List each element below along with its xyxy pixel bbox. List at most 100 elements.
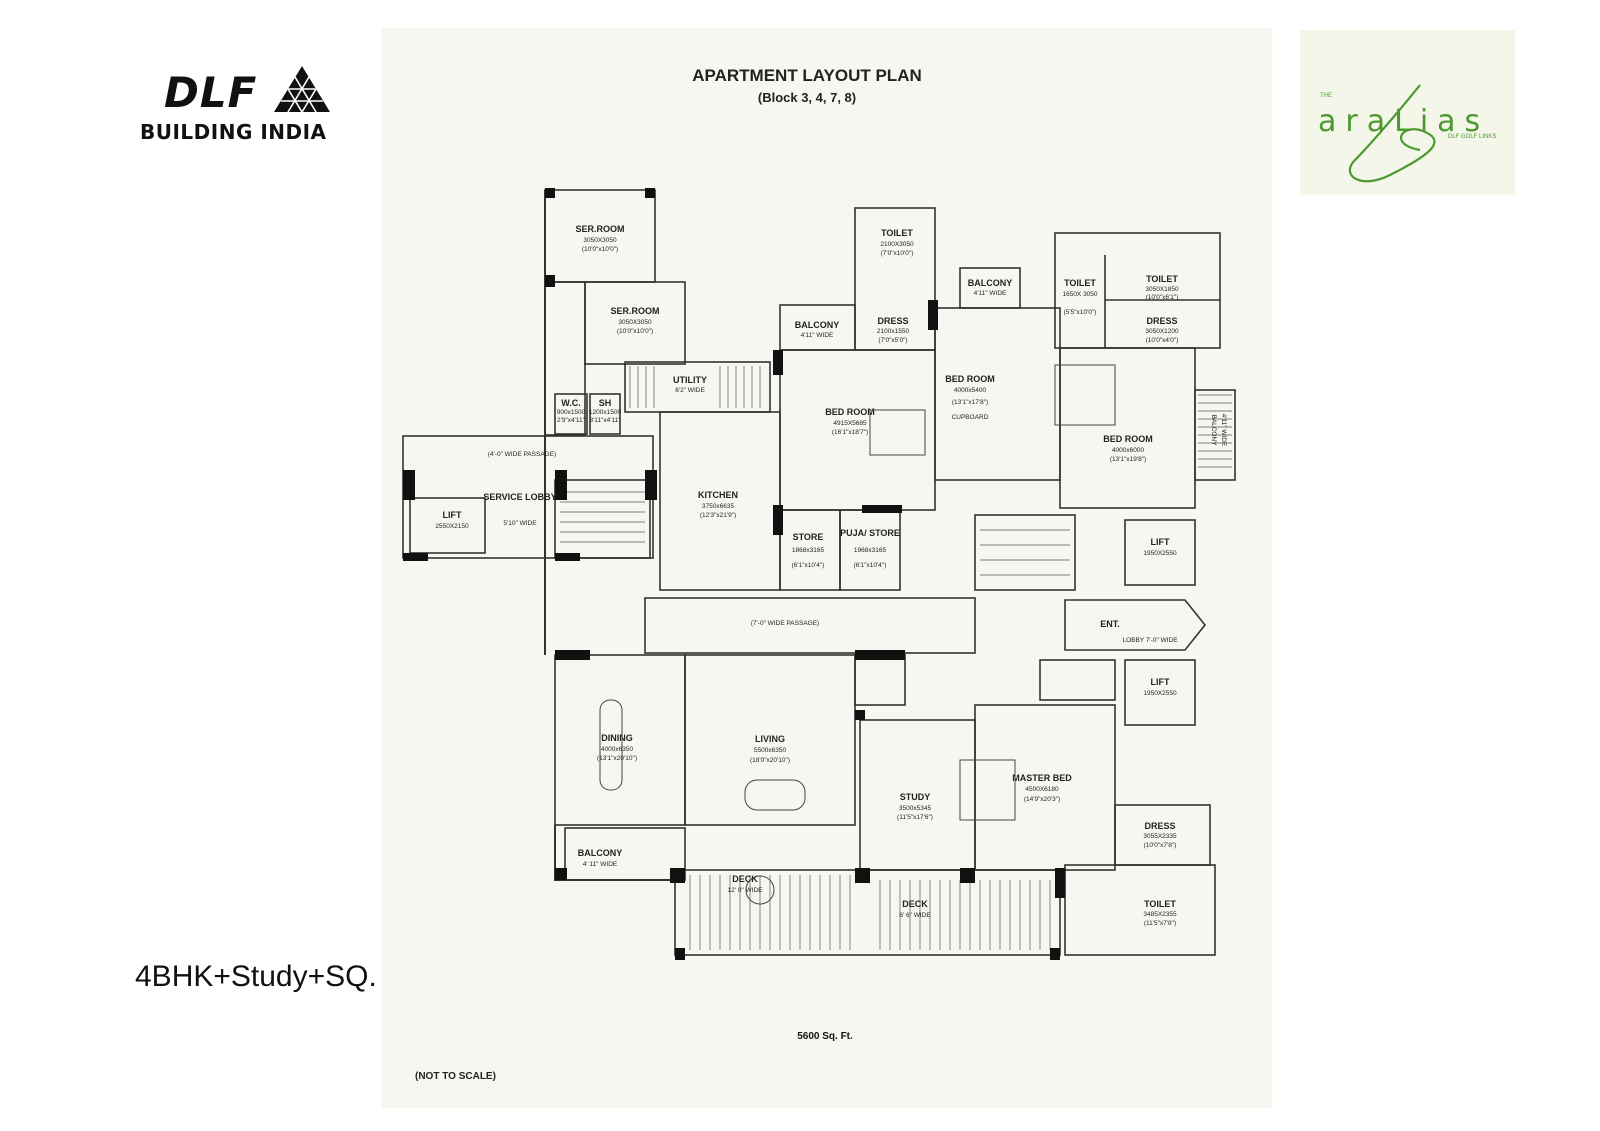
room-name-bed-room-1: BED ROOM xyxy=(825,407,875,417)
room-dims-toilet-1: 2100X3050 xyxy=(880,241,914,248)
wall-balcony-2 xyxy=(959,267,1021,309)
room-imperial-bed-room-1: (16'1"x18'7") xyxy=(832,429,868,436)
wall-sh xyxy=(589,393,621,435)
room-imperial-utility: 6'2" WIDE xyxy=(675,387,705,394)
room-name-study: STUDY xyxy=(900,792,931,802)
room-name-living: LIVING xyxy=(755,734,785,744)
room-imperial-dress-3: (10'0"x7'8") xyxy=(1144,842,1177,849)
room-imperial-balcony-4: 4' 11" WIDE xyxy=(583,861,618,868)
room-name-toilet-1: TOILET xyxy=(881,228,913,238)
room-dims-dress-3: 3055X2335 xyxy=(1143,833,1177,840)
room-imperial-dining: (13'1"x20'10") xyxy=(597,755,637,762)
living-table xyxy=(744,779,806,811)
room-name-dress-2: DRESS xyxy=(1146,316,1177,326)
room-dims-bed-room-2: 4000x5400 xyxy=(954,387,987,394)
dlf-tagline: BUILDING INDIA xyxy=(140,120,327,144)
aralias-name: araLias xyxy=(1318,104,1490,139)
room-name-lift-service: LIFT xyxy=(443,510,462,520)
room-imperial-living: (18'0"x20'10") xyxy=(750,757,790,764)
room-name-dining: DINING xyxy=(601,733,633,743)
room-name-balcony-4: BALCONY xyxy=(578,848,623,858)
aralias-logo: THE araLias DLF GOLF LINKS xyxy=(1300,30,1515,195)
room-name-kitchen: KITCHEN xyxy=(698,490,738,500)
room-dims-bed-room-3: 4000x6000 xyxy=(1112,447,1145,454)
room-name-toilet-2: TOILET xyxy=(1064,278,1096,288)
wall-wc xyxy=(554,393,588,435)
room-dims-puja-store: 1968x3165 xyxy=(854,547,887,554)
room-dims-lift-service: 2550X2150 xyxy=(435,523,469,530)
room-name-lift-2: LIFT xyxy=(1151,677,1170,687)
room-name-passage-7: (7'-0" WIDE PASSAGE) xyxy=(751,620,819,627)
wall-bed-room-2 xyxy=(934,307,1061,481)
room-imperial-ser-room-1: (10'0"x10'0") xyxy=(582,246,618,253)
wall-balcony-1 xyxy=(779,304,856,351)
bed-2 xyxy=(1054,364,1116,426)
wall-toilet-4 xyxy=(1064,864,1216,956)
room-imperial-balcony-3: 4'11" WIDE xyxy=(1220,414,1227,447)
room-dims-kitchen: 3750x6635 xyxy=(702,503,735,510)
room-imperial-store: (6'1"x10'4") xyxy=(792,562,825,569)
room-name-puja-store: PUJA/ STORE xyxy=(840,528,900,538)
unit-type: 4BHK+Study+SQ. xyxy=(135,960,377,993)
room-name-lift-1: LIFT xyxy=(1151,537,1170,547)
room-name-deck-2: DECK xyxy=(902,899,928,909)
room-imperial-sh: 3'11"x4'11" xyxy=(589,417,621,424)
room-imperial-study: (11'5"x17'6") xyxy=(897,814,933,821)
room-name-deck-1: DECK xyxy=(732,874,758,884)
wall-living xyxy=(684,654,856,826)
room-name-bed-room-2: BED ROOM xyxy=(945,374,995,384)
area-label: 5600 Sq. Ft. xyxy=(797,1031,853,1042)
room-dims-dining: 4000x6350 xyxy=(601,746,634,753)
room-dims-ser-room-2: 3050X3050 xyxy=(618,319,652,326)
aralias-swirl-icon xyxy=(1348,84,1436,183)
room-imperial-puja-store: (6'1"x10'4") xyxy=(854,562,887,569)
wall-ent-lobby xyxy=(1064,599,1207,651)
room-dims-lift-2: 1950X2550 xyxy=(1143,690,1177,697)
room-imperial-kitchen: (12'3"x21'9") xyxy=(700,512,736,519)
room-imperial-bed-room-3: (13'1"x19'8") xyxy=(1110,456,1146,463)
room-dims-lift-1: 1950X2550 xyxy=(1143,550,1177,557)
room-imperial-dress-1: (7'0"x5'0") xyxy=(878,337,907,344)
room-dims-toilet-3: 3050X1850 xyxy=(1145,286,1179,293)
room-dims-dress-1: 2100x1550 xyxy=(877,328,910,335)
room-name-dress-3: DRESS xyxy=(1144,821,1175,831)
room-imperial-toilet-3: (10'0"x6'1") xyxy=(1146,294,1179,301)
room-imperial-master-bed: (14'9"x20'3") xyxy=(1024,796,1060,803)
dlf-logo: DLF BUILDING INDIA xyxy=(140,60,340,150)
room-imperial-toilet-2: (5'5"x10'0") xyxy=(1064,309,1097,316)
room-imperial-deck-2: 6' 6" WIDE xyxy=(899,912,931,919)
wall-ser-room-1 xyxy=(544,189,656,283)
room-name-ser-room-1: SER.ROOM xyxy=(575,224,624,234)
room-name-ent-lobby: ENT. xyxy=(1100,619,1120,629)
deck-hatch xyxy=(689,875,1051,950)
room-imperial-ser-room-2: (10'0"x10'0") xyxy=(617,328,653,335)
room-name-master-bed: MASTER BED xyxy=(1012,773,1072,783)
room-dims-wc: 900x1500 xyxy=(557,409,586,416)
wall-lift-1 xyxy=(1124,519,1196,586)
room-dims-sh: 1200x1500 xyxy=(589,409,622,416)
room-name-cupboard: CUPBOARD xyxy=(952,414,989,421)
bed-1 xyxy=(869,409,926,456)
plan-title: APARTMENT LAYOUT PLAN xyxy=(692,66,922,85)
stairs-hatch xyxy=(560,491,1070,576)
wall-main-stairs xyxy=(974,514,1076,591)
room-name-passage-4: (4'-0" WIDE PASSAGE) xyxy=(488,451,556,458)
room-dims-study: 3500x5345 xyxy=(899,805,932,812)
room-name-service-lobby: SERVICE LOBBY xyxy=(483,492,556,502)
dining-table xyxy=(599,699,623,791)
room-imperial-service-lobby: 5'10" WIDE xyxy=(503,520,537,527)
wall-duct xyxy=(1039,659,1116,701)
balcony-3-hatch xyxy=(1198,394,1232,468)
plan-sheet xyxy=(382,28,1272,1108)
dlf-wordmark: DLF xyxy=(164,68,258,117)
room-dims-master-bed: 4500X6180 xyxy=(1025,786,1059,793)
master-bed-frame xyxy=(959,759,1016,821)
deck-table xyxy=(745,875,775,905)
room-dims-toilet-4: 3485X2355 xyxy=(1143,911,1177,918)
room-dims-ser-room-1: 3050X3050 xyxy=(583,237,617,244)
columns xyxy=(403,188,1065,960)
room-imperial-bed-room-2: (13'1"x17'8") xyxy=(952,399,988,406)
room-imperial-balcony-2: 4'11" WIDE xyxy=(974,290,1007,297)
room-imperial-toilet-1: (7'0"x10'0") xyxy=(881,250,914,257)
